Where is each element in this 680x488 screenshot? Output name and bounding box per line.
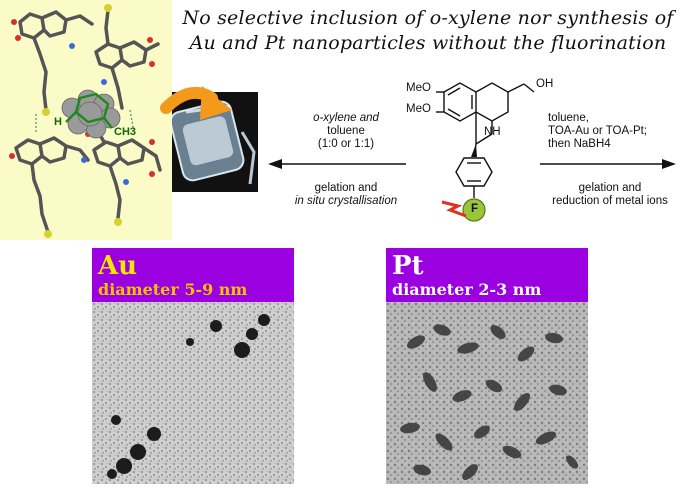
pt-panel-header: Pt diameter 2-3 nm <box>386 248 588 302</box>
meo-bottom-label: MeO <box>406 103 431 115</box>
left-condition-line-2: toluene <box>327 125 365 137</box>
au-diameter-label: diameter 5-9 nm <box>98 280 248 299</box>
gel-vial-photo <box>169 92 258 192</box>
au-metal-label: Au <box>98 251 138 281</box>
left-below-line-2: in situ crystallisation <box>294 195 398 207</box>
left-conditions-below: gelation and in situ crystallisation <box>282 182 410 208</box>
left-reaction-arrow <box>268 159 406 169</box>
pt-metal-label: Pt <box>392 251 424 281</box>
right-condition-line-3: then NaBH4 <box>548 138 611 150</box>
fluorine-label: F <box>471 203 479 215</box>
left-below-line-1: gelation and <box>314 182 378 194</box>
h-atom-label: H <box>54 116 62 128</box>
nh-label: NH <box>484 126 501 138</box>
right-below-line-1: gelation and <box>578 182 642 194</box>
vial-drawing <box>169 100 256 185</box>
fluorine-sphere <box>462 198 486 222</box>
pt-tem-image <box>386 302 588 484</box>
right-condition-line-1: toluene, <box>548 112 589 124</box>
headline: No selective inclusion of o-xylene nor s… <box>178 6 678 56</box>
left-condition-line-1: o-xylene and <box>313 112 379 124</box>
oh-label: OH <box>536 78 554 90</box>
ch3-label: CH3 <box>114 126 137 138</box>
pt-diameter-label: diameter 2-3 nm <box>392 280 542 299</box>
crystal-structure-panel: H CH3 <box>0 0 172 240</box>
right-conditions-below: gelation and reduction of metal ions <box>540 182 680 208</box>
left-conditions-above: o-xylene and toluene (1:0 or 1:1) <box>290 112 402 151</box>
au-tem-image <box>92 302 294 484</box>
au-panel-header: Au diameter 5-9 nm <box>92 248 294 302</box>
headline-line-1: No selective inclusion of o-xylene nor s… <box>182 7 674 29</box>
pt-tem-panel: Pt diameter 2-3 nm <box>386 248 588 484</box>
right-reaction-arrow <box>540 159 676 169</box>
right-condition-line-2: TOA-Au or TOA-Pt; <box>548 125 648 137</box>
crystal-packing-drawing <box>9 4 162 238</box>
molecule-structure <box>436 82 535 222</box>
left-condition-line-3: (1:0 or 1:1) <box>317 138 375 150</box>
orange-curved-arrow <box>160 86 232 120</box>
au-tem-panel: Au diameter 5-9 nm <box>92 248 294 484</box>
lightning-bolt-icon <box>441 200 467 218</box>
right-conditions-above: toluene, TOA-Au or TOA-Pt; then NaBH4 <box>548 112 678 151</box>
meo-top-label: MeO <box>406 82 431 94</box>
right-below-line-2: reduction of metal ions <box>552 195 668 207</box>
headline-line-2: Au and Pt nanoparticles without the fluo… <box>189 32 667 54</box>
